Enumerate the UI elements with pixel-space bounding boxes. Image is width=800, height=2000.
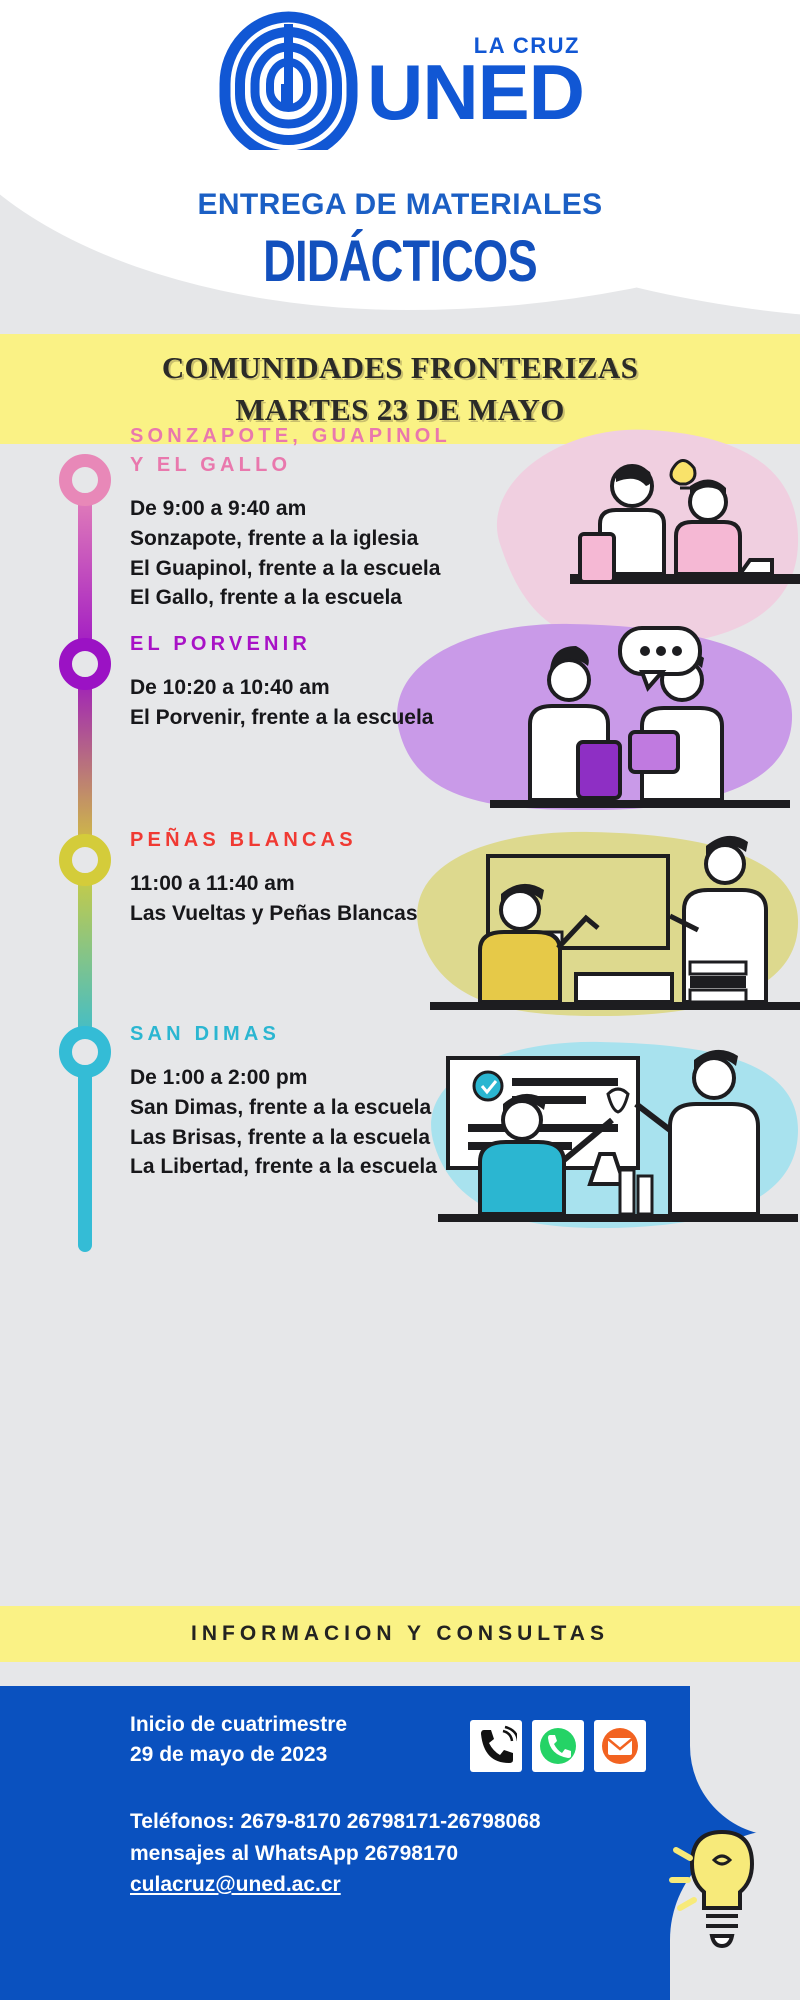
section-title-2: EL PORVENIR (130, 633, 312, 655)
illustration-two-people-talking-tablet-icon (397, 623, 793, 810)
section-line: De 10:20 a 10:40 am (130, 676, 330, 699)
section-line: De 1:00 a 2:00 pm (130, 1066, 308, 1089)
footer-start-date: 29 de mayo de 2023 (130, 1743, 328, 1767)
logo-sublabel: LA CRUZ (473, 32, 580, 58)
section-line: Sonzapote, frente a la iglesia (130, 526, 419, 550)
section-line: El Guapinol, frente a la escuela (130, 556, 441, 580)
section-body-2: De 10:20 a 10:40 am El Porvenir, frente … (130, 673, 434, 733)
page-title-line2: DIDÁCTICOS (263, 229, 537, 294)
header: LA CRUZ UNED ENTREGA DE MATERIALES DIDÁC… (0, 0, 800, 340)
lightbulb-icon (669, 1829, 755, 1949)
social-links (470, 1720, 646, 1772)
section-line: Las Vueltas y Peñas Blancas (130, 901, 418, 925)
footer-start-label: Inicio de cuatrimestre (130, 1713, 348, 1736)
timeline-section-san-dimas: SAN DIMAS De 1:00 a 2:00 pm San Dimas, f… (130, 1020, 437, 1182)
section-title-1-line2: Y EL GALLO (130, 454, 292, 476)
timeline-connector-1 (78, 480, 92, 664)
timeline: SONZAPOTE, GUAPINOL Y EL GALLO De 9:00 a… (0, 425, 800, 1606)
illustration-science-lab-highfive-icon (431, 1041, 798, 1228)
illustration-two-people-laptop-idea-icon (496, 429, 800, 647)
page-title-line1: ENTREGA DE MATERIALES (197, 188, 603, 221)
section-body-4: De 1:00 a 2:00 pm San Dimas, frente a la… (130, 1063, 437, 1182)
footer-contact: Teléfonos: 2679-8170 26798171-26798068 m… (130, 1806, 541, 1901)
section-title-4: SAN DIMAS (130, 1023, 281, 1045)
info-banner: INFORMACION Y CONSULTAS (0, 1606, 800, 1662)
footer-email-link[interactable]: culacruz@uned.ac.cr (130, 1873, 341, 1896)
section-line: 11:00 a 11:40 am (130, 872, 295, 895)
section-line: De 9:00 a 9:40 am (130, 497, 307, 520)
section-title-3: PEÑAS BLANCAS (130, 829, 357, 851)
date-banner-line2: MARTES 23 DE MAYO (235, 392, 565, 427)
footer-gap (0, 1662, 800, 1686)
email-icon[interactable] (594, 1720, 646, 1772)
whatsapp-icon[interactable] (532, 1720, 584, 1772)
illustration-classroom-presentation-icon (417, 831, 800, 1016)
footer-start-info: Inicio de cuatrimestre 29 de mayo de 202… (130, 1710, 347, 1771)
logo: LA CRUZ UNED (0, 10, 800, 150)
footer: Inicio de cuatrimestre 29 de mayo de 202… (0, 1686, 800, 2000)
footer-whatsapp: mensajes al WhatsApp 26798170 (130, 1841, 459, 1865)
section-line: San Dimas, frente a la escuela (130, 1095, 432, 1119)
timeline-connector-3 (78, 860, 92, 1052)
timeline-section-sonzapote: SONZAPOTE, GUAPINOL Y EL GALLO De 9:00 a… (130, 422, 451, 613)
timeline-connector-2 (78, 664, 92, 860)
phone-ringing-icon[interactable] (470, 1720, 522, 1772)
uned-fingerprint-logo-icon (219, 11, 358, 150)
section-title-1-line1: SONZAPOTE, GUAPINOL (130, 425, 451, 447)
timeline-node-4 (59, 1026, 111, 1078)
timeline-section-el-porvenir: EL PORVENIR De 10:20 a 10:40 am El Porve… (130, 630, 434, 733)
section-body-1: De 9:00 a 9:40 am Sonzapote, frente a la… (130, 494, 451, 613)
section-body-3: 11:00 a 11:40 am Las Vueltas y Peñas Bla… (130, 869, 418, 929)
section-line: Las Brisas, frente a la escuela (130, 1125, 430, 1149)
date-banner: COMUNIDADES FRONTERIZAS MARTES 23 DE MAY… (0, 334, 800, 444)
date-banner-line1: COMUNIDADES FRONTERIZAS (161, 350, 639, 386)
timeline-node-1 (59, 454, 111, 506)
timeline-node-3 (59, 834, 111, 886)
info-banner-label: INFORMACION Y CONSULTAS (191, 1622, 609, 1645)
section-line: El Porvenir, frente a la escuela (130, 705, 434, 729)
section-line: El Gallo, frente a la escuela (130, 586, 402, 610)
footer-notch-top-right (690, 1686, 800, 1836)
footer-phones: Teléfonos: 2679-8170 26798171-26798068 (130, 1810, 541, 1833)
timeline-connector-4 (78, 1052, 92, 1252)
timeline-section-penas-blancas: PEÑAS BLANCAS 11:00 a 11:40 am Las Vuelt… (130, 826, 418, 929)
logo-wordmark: UNED (366, 47, 585, 136)
timeline-node-2 (59, 638, 111, 690)
section-line: La Libertad, frente a la escuela (130, 1155, 437, 1179)
